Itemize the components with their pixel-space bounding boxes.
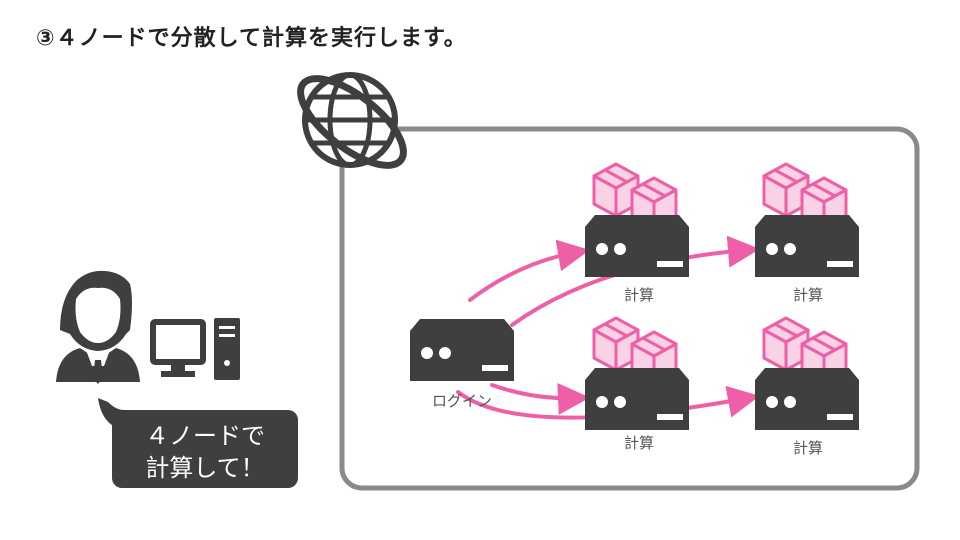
compute-1-label: 計算 <box>624 286 654 304</box>
arrow-to-compute-3 <box>490 382 590 415</box>
speech-bubble <box>98 398 298 488</box>
globe-icon <box>297 72 407 169</box>
compute-3-label: 計算 <box>624 434 654 452</box>
arrow-to-compute-4 <box>456 385 760 420</box>
bubble-line-2: 計算して！ <box>145 454 264 482</box>
login-server-icon <box>410 319 514 381</box>
compute-3-server-icon <box>585 368 689 430</box>
login-node-label: ログイン <box>432 392 492 410</box>
cluster-frame <box>339 126 920 491</box>
compute-2-server-icon <box>755 215 859 277</box>
compute-1-server-icon <box>585 215 689 277</box>
compute-4-label: 計算 <box>793 439 823 457</box>
page-title: ③４ノードで分散して計算を実行します。 <box>36 26 467 51</box>
desktop-pc-icon <box>150 318 240 380</box>
compute-2-label: 計算 <box>793 286 823 304</box>
arrow-to-compute-1 <box>468 239 590 302</box>
bubble-line-1: ４ノードで <box>145 422 265 450</box>
compute-4-server-icon <box>755 368 859 430</box>
user-icon <box>56 270 140 384</box>
